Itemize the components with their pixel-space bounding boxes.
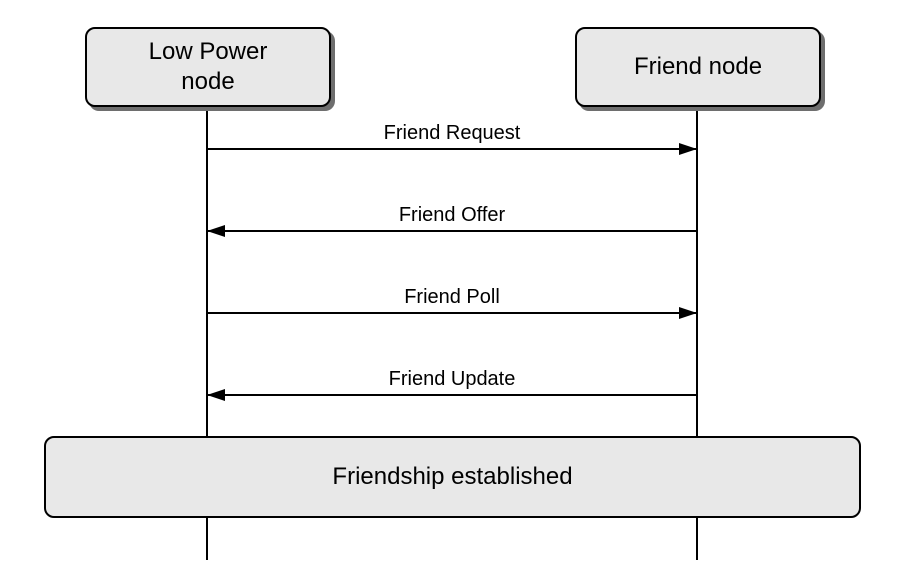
friend-node-box: Friend node [575,27,821,107]
low-power-node-label: Low Power node [148,38,268,95]
message-label-friend-poll: Friend Poll [404,286,500,308]
friend-node-label: Friend node [633,53,763,80]
message-label-friend-request: Friend Request [383,122,521,144]
friendship-established-box: Friendship established [44,436,861,518]
message-label-friend-update: Friend Update [388,368,516,390]
friendship-established-label: Friendship established [332,463,573,490]
message-label-friend-offer: Friend Offer [398,204,506,226]
low-power-node-box: Low Power node [85,27,331,107]
